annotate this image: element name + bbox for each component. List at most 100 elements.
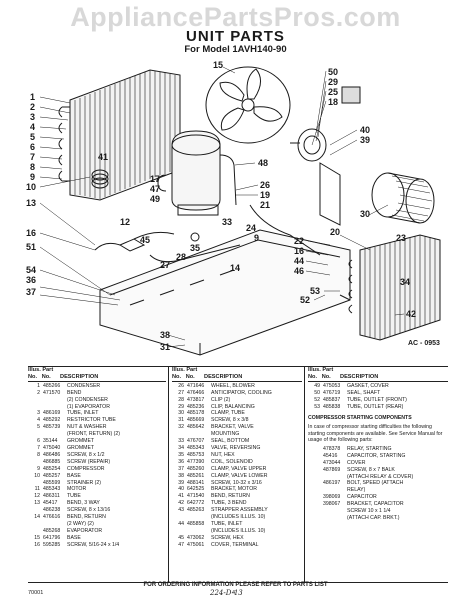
callout: 28 [176, 252, 186, 262]
illus-number: 15 [34, 534, 40, 541]
illus-number: 37 [178, 465, 184, 472]
part-number: 486169 [43, 410, 61, 417]
table-bottom-rule [28, 582, 448, 583]
illus-number: 28 [178, 396, 184, 403]
part-number: 485257 [43, 472, 61, 479]
part-description: GASKET, COVER [347, 382, 389, 389]
callout: 33 [222, 217, 232, 227]
illus-number: 49 [314, 382, 320, 389]
callout: 13 [26, 198, 36, 208]
col-header-no: No. [28, 373, 38, 380]
part-description: CAPACITOR, STARTING [347, 452, 406, 459]
callout: 48 [258, 158, 268, 168]
illus-number: 26 [178, 382, 184, 389]
callout: 8 [30, 162, 35, 172]
part-description: (2) CONDENSER [67, 396, 108, 403]
callout: 4 [30, 122, 35, 132]
illus-number [28, 397, 43, 404]
illus-number: 9 [37, 465, 40, 472]
part-number [323, 487, 347, 494]
part-description: NUT, HEX [211, 451, 235, 458]
illus-number [172, 431, 187, 438]
illus-number [28, 431, 43, 438]
part-number: 476707 [187, 438, 205, 445]
illus-number: 5 [37, 424, 40, 431]
part-number [323, 474, 347, 481]
part-description: COIL, SOLENOID [211, 458, 253, 465]
part-description: BRACKET, MOTOR [211, 486, 258, 493]
terminal-cover [341, 86, 361, 104]
part-number: 485236 [187, 403, 205, 410]
part-description: TUBE, OUTLET (FRONT) [347, 396, 407, 403]
illus-number: 32 [178, 424, 184, 431]
blower-wheel [371, 172, 435, 224]
part-description: SCREW, 8 x 1/2 [67, 451, 105, 458]
part-number: 476616 [43, 514, 61, 521]
part-number [43, 521, 67, 528]
part-description: RELAY, STARTING [347, 445, 392, 452]
callout: 29 [328, 77, 338, 87]
illus-number [308, 446, 323, 453]
page-subtitle: For Model 1AVH140-90 [184, 44, 287, 55]
illus-number: 50 [314, 389, 320, 396]
part-description: CLIP (2) [211, 396, 231, 403]
callout: 17 [150, 174, 160, 184]
callout: 42 [406, 309, 416, 319]
starting-components-heading: COMPRESSOR STARTING COMPONENTS [308, 415, 412, 422]
illus-number: 45 [178, 534, 184, 541]
illus-number: 34 [178, 444, 184, 451]
part-description: BASE [67, 472, 81, 479]
part-description: COVER [347, 459, 366, 466]
illus-number [308, 453, 323, 460]
parts-row: (ATTACH RELAY & COVER) [308, 474, 448, 481]
part-description: TUBE, OUTLET (REAR) [347, 403, 404, 410]
column-divider [304, 366, 305, 582]
illus-number: 39 [178, 479, 184, 486]
part-number: 485739 [43, 424, 61, 431]
illus-number [172, 528, 187, 535]
part-number [323, 515, 347, 522]
callout: 27 [160, 260, 170, 270]
parts-row: 45416 CAPACITOR, STARTING [308, 453, 448, 460]
callout: 49 [150, 194, 160, 204]
callout: 40 [360, 125, 370, 135]
illus-number [28, 480, 43, 487]
doc-code: 70001 [28, 590, 44, 596]
column-divider [168, 366, 169, 582]
callout: 51 [26, 242, 36, 252]
part-number: 398069 [323, 494, 341, 501]
callout: 14 [230, 263, 240, 273]
part-number: 486486 [43, 451, 61, 458]
part-number: 485838 [323, 403, 341, 410]
illus-number: 30 [178, 410, 184, 417]
callout: 9 [254, 233, 259, 243]
parts-row: (1) EVAPORATOR [28, 404, 166, 411]
col-header-part: Part [322, 367, 334, 373]
part-number: 642772 [187, 500, 205, 507]
part-number: 485343 [43, 486, 61, 493]
part-description: TUBE, 3 BEND [211, 500, 247, 507]
callout: 30 [360, 209, 370, 219]
callout: 24 [246, 223, 256, 233]
illus-number: 12 [34, 493, 40, 500]
part-description: TUBE [67, 493, 81, 500]
callout: 16 [26, 228, 36, 238]
callout: 54 [26, 265, 36, 275]
part-description: BEND [67, 389, 82, 396]
part-number: 45416 [323, 452, 338, 459]
